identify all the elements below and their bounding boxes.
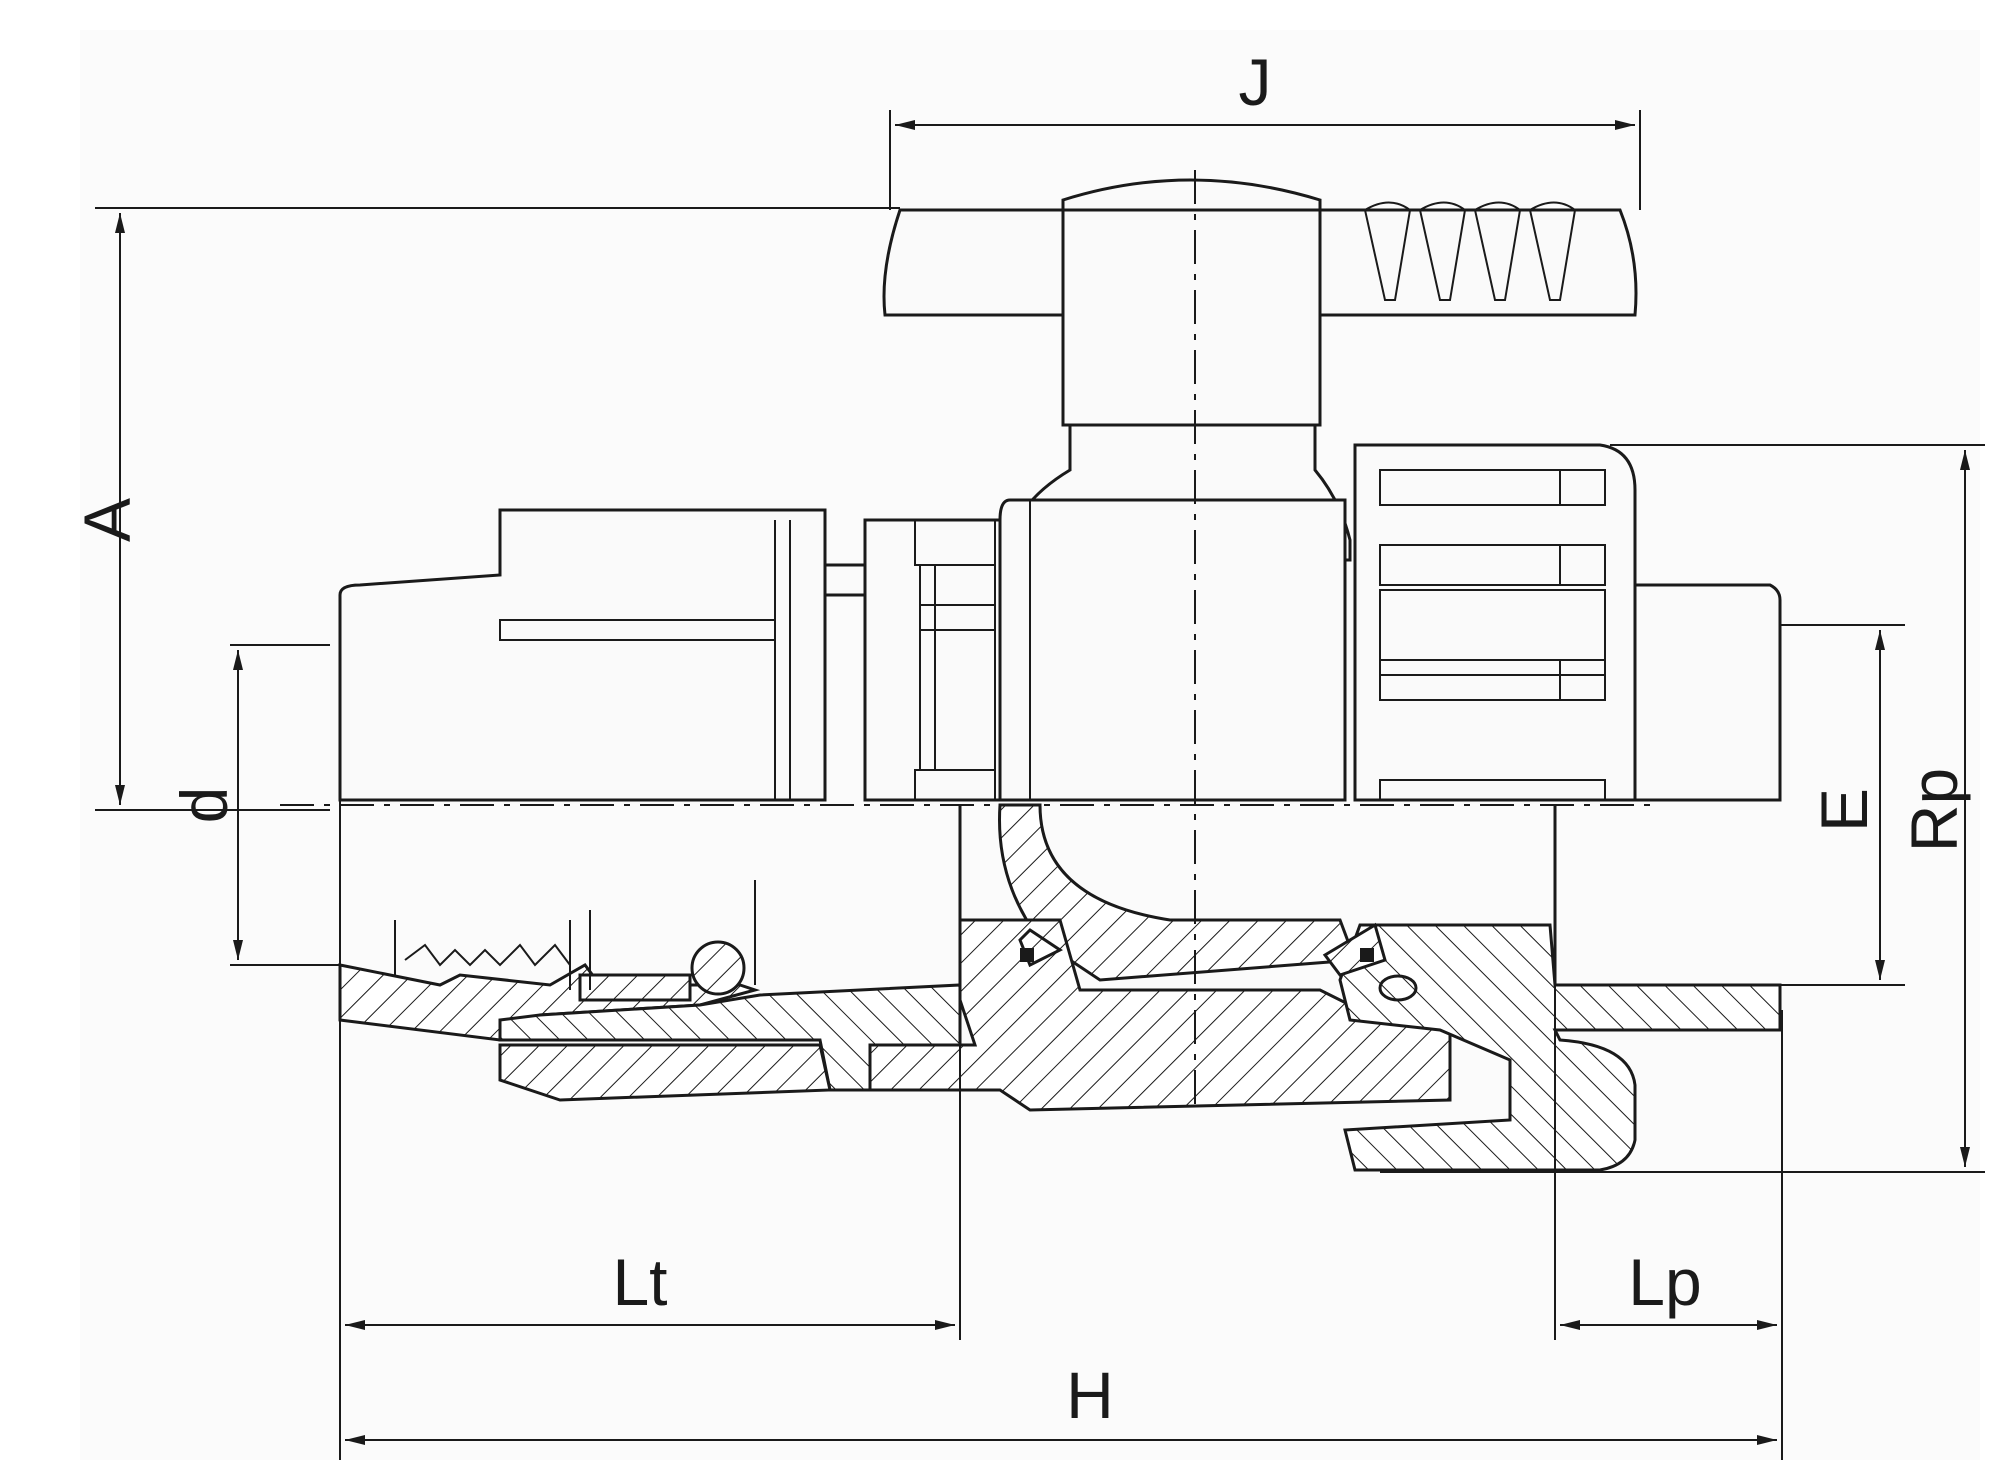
- dimension-A: [95, 207, 900, 811]
- label-A: A: [70, 498, 144, 542]
- valve-body-upper: [998, 498, 1347, 802]
- seal-block: [1020, 948, 1034, 962]
- dimension-J: [889, 110, 1641, 210]
- label-H: H: [1066, 1358, 1114, 1432]
- grip-ring: [690, 940, 746, 996]
- dimension-Lt: [339, 600, 961, 1460]
- compression-fitting-upper: [338, 508, 1002, 802]
- label-Lt: Lt: [612, 1245, 667, 1319]
- label-d: d: [167, 787, 241, 824]
- section-lower: [338, 803, 1782, 1172]
- label-J: J: [1239, 45, 1272, 119]
- right-end-upper: [1633, 583, 1782, 802]
- label-E: E: [1807, 788, 1881, 832]
- dimension-d: [230, 644, 340, 966]
- o-ring: [1378, 974, 1418, 1002]
- dimension-Rp: [1380, 444, 1985, 1173]
- label-Lp: Lp: [1628, 1245, 1701, 1319]
- dimension-E: [1560, 624, 1905, 986]
- lever-handle: [882, 178, 1638, 427]
- label-Rp: Rp: [1897, 768, 1971, 852]
- dimension-Lp: [1554, 820, 1783, 1460]
- union-nut: [1353, 443, 1637, 802]
